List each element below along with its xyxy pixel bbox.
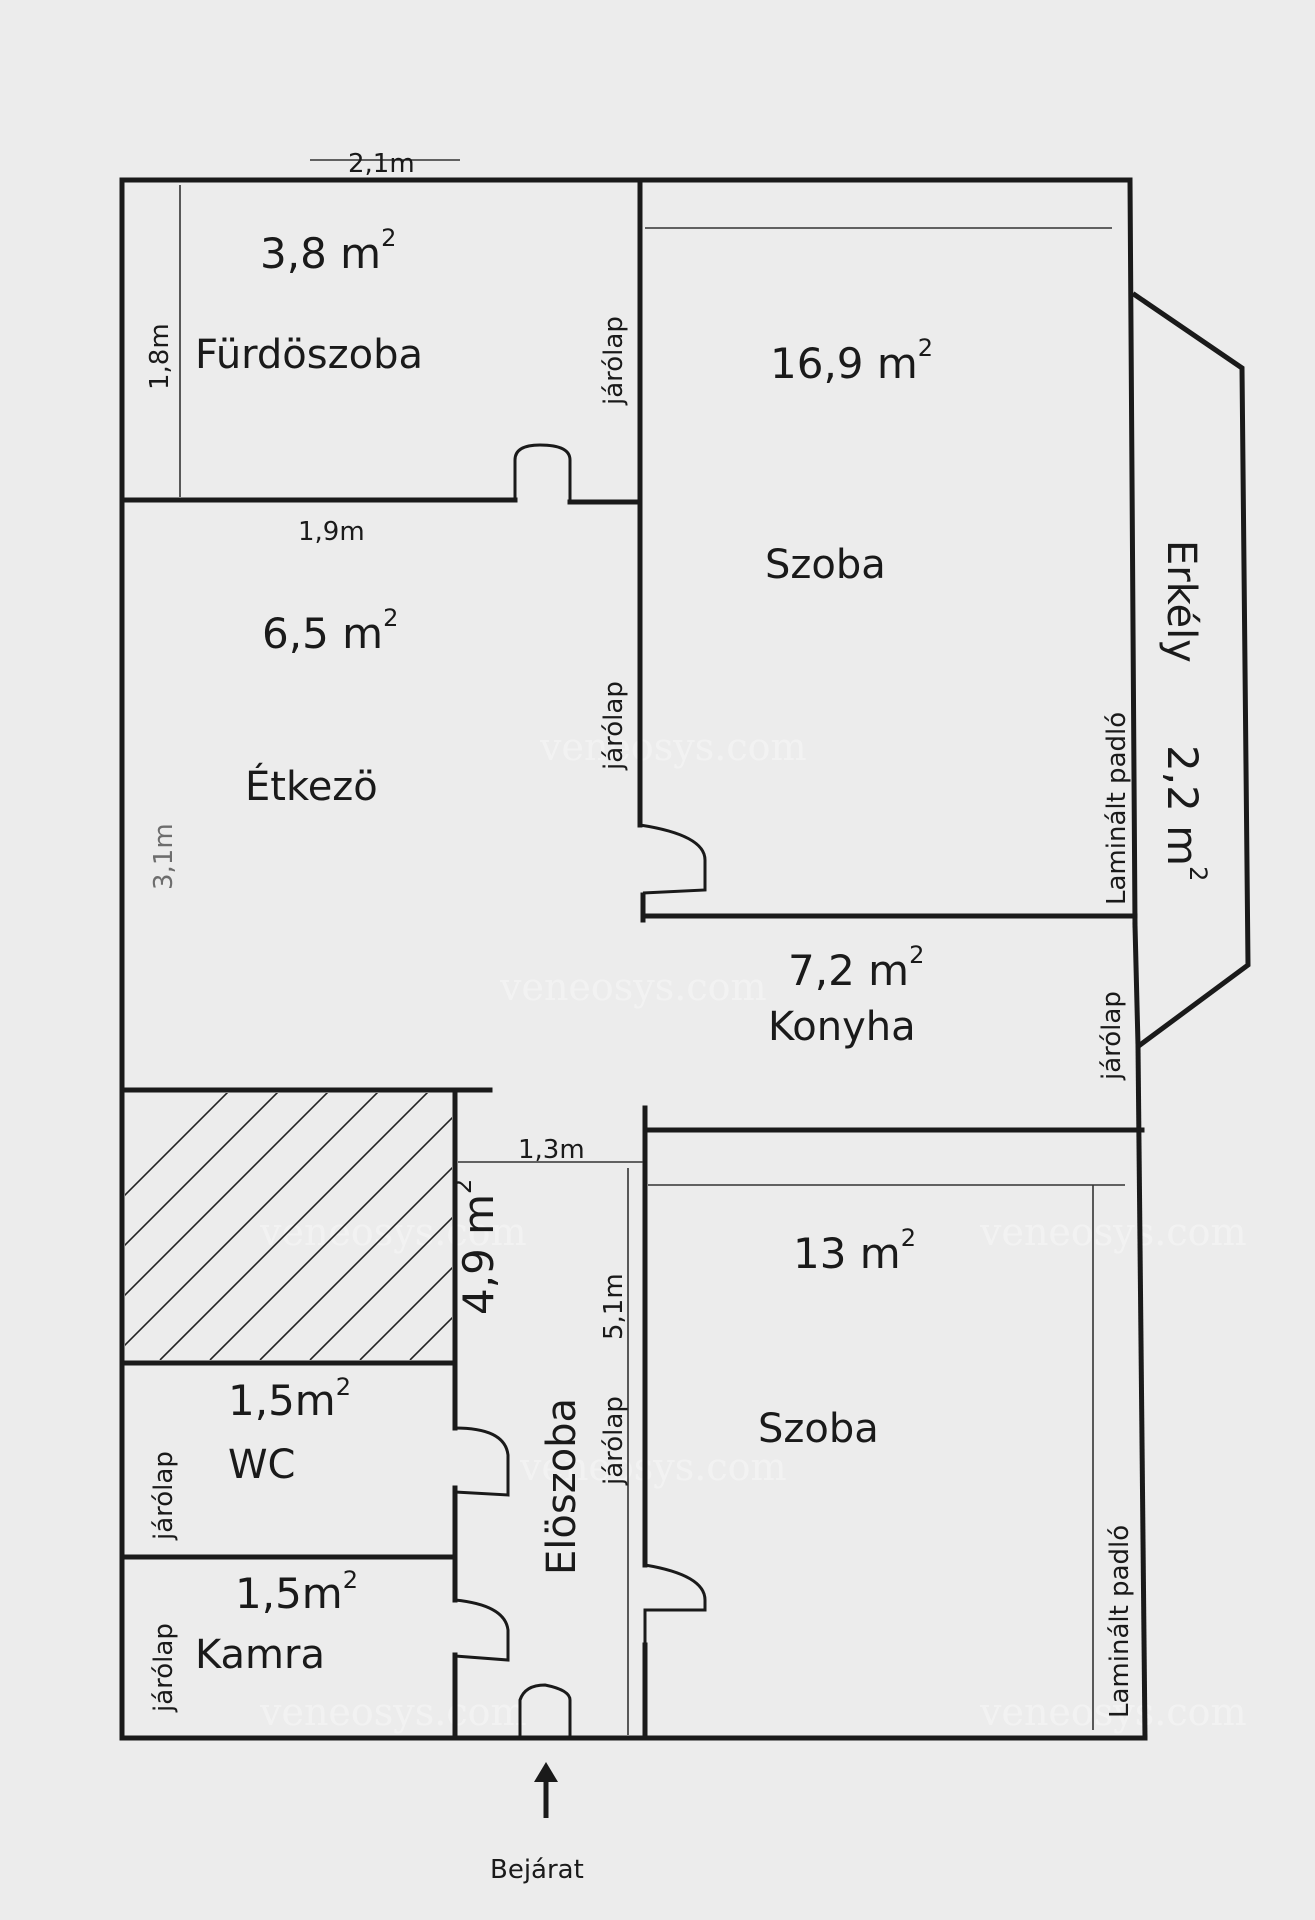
balcony-name: Erkély	[1158, 540, 1204, 663]
pantry-floor-label: járólap	[149, 1623, 179, 1713]
hall-floor-label: járólap	[599, 1396, 629, 1486]
bathroom-area: 3,8 m2	[260, 224, 396, 278]
bath-floor-label: járólap	[599, 316, 629, 406]
thin-lines	[179, 159, 1125, 1735]
watermark: veneosys.com	[259, 1690, 527, 1734]
room2-area: 13 m2	[793, 1224, 916, 1278]
watermark: veneosys.com	[979, 1210, 1247, 1254]
entrance-label: Bejárat	[490, 1855, 584, 1885]
doors	[454, 443, 707, 1738]
kitchen-floor-label: járólap	[1097, 991, 1127, 1081]
outer-wall-right-upper	[1127, 177, 1138, 928]
balcony-outline	[1131, 291, 1251, 1049]
room1-floor-label: Laminált padló	[1102, 712, 1132, 905]
storage-hatch	[125, 1093, 452, 1360]
watermark: veneosys.com	[979, 1690, 1247, 1734]
watermark: veneosys.com	[499, 965, 767, 1009]
hall-length-measurement: 5,1m	[599, 1273, 629, 1340]
hall-width-measurement: 1,3m	[518, 1135, 585, 1165]
pantry-area: 1,5m2	[235, 1566, 358, 1618]
pantry-name: Kamra	[195, 1632, 325, 1678]
top-width-measurement: 2,1m	[348, 149, 415, 179]
outer-wall-left	[119, 177, 643, 1741]
door-wc	[454, 1426, 510, 1497]
watermark: veneosys.com	[539, 725, 807, 769]
door-room2	[643, 1563, 707, 1645]
door-pantry	[454, 1598, 510, 1662]
entrance-arrow-icon	[534, 1762, 558, 1818]
dining-width-measurement: 1,9m	[298, 517, 365, 547]
watermark-group: veneosys.com veneosys.com veneosys.com v…	[259, 725, 1247, 1734]
room2-name: Szoba	[758, 1406, 879, 1452]
dining-name: Étkezö	[245, 762, 378, 810]
room1-name: Szoba	[765, 542, 886, 588]
dining-height-measurement: 3,1m	[149, 823, 179, 890]
outer-wall-right-lower	[1135, 1042, 1148, 1741]
dining-floor-label: járólap	[599, 681, 629, 771]
walls	[119, 177, 1251, 1741]
bathroom-name: Fürdöszoba	[195, 332, 423, 378]
door-entrance	[518, 1683, 572, 1738]
wc-area: 1,5m2	[228, 1373, 351, 1425]
room1-area: 16,9 m2	[770, 334, 933, 388]
door-bathroom	[513, 443, 572, 502]
wc-floor-label: járólap	[149, 1451, 179, 1541]
hall-area: 4,9 m2	[449, 1179, 503, 1315]
wc-name: WC	[228, 1442, 295, 1488]
hall-name: Elöszoba	[539, 1398, 585, 1575]
balcony-wall	[1132, 922, 1141, 1048]
kitchen-name: Konyha	[768, 1004, 916, 1050]
dining-area: 6,5 m2	[262, 604, 398, 658]
kitchen-area: 7,2 m2	[788, 941, 924, 995]
room2-floor-label: Laminált padló	[1105, 1525, 1135, 1718]
door-room1	[639, 823, 707, 895]
bath-height-measurement: 1,8m	[145, 323, 175, 390]
watermark: veneosys.com	[519, 1445, 787, 1489]
balcony-area: 2,2 m2	[1158, 745, 1212, 881]
